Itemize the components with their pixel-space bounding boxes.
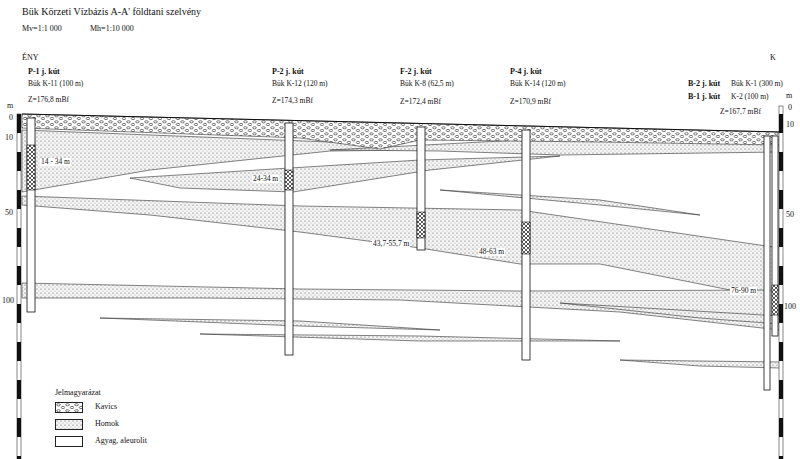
screen-interval: 43,7-55,7 m: [372, 240, 410, 248]
screen-interval: 48-63 m: [478, 248, 505, 256]
sand-lens: [560, 303, 780, 324]
wells: [27, 118, 778, 390]
label: Bük K-1 (300 m): [731, 80, 783, 88]
sand-lens: [130, 156, 560, 192]
title: Bük Körzeti Vízbázis A-A' földtani szelv…: [22, 6, 201, 17]
label: Bük K-11 (100 m): [28, 80, 83, 88]
well-column: [522, 130, 530, 360]
well-screens: [27, 145, 778, 315]
label: P-2 j. kút: [272, 68, 304, 77]
depth-tick: 0: [9, 114, 13, 123]
well-column: [417, 127, 425, 250]
well-screen: [417, 212, 425, 238]
depth-tick: 0: [788, 104, 792, 113]
depth-tick: 100: [784, 303, 796, 312]
sand-layer: [22, 283, 780, 330]
depth-tick: 50: [786, 211, 794, 220]
scale-bar: [17, 114, 21, 459]
label: Z=170,9 mBf: [510, 98, 551, 106]
label: F-2 j. kút: [400, 68, 432, 77]
label: K-2 (100 m): [731, 93, 769, 101]
label: Bük K-14 (120 m): [510, 80, 566, 88]
label: P-1 j. kút: [28, 68, 60, 77]
label: Z=176,8 mBf: [28, 96, 69, 104]
screen-interval: 76-90 m: [730, 287, 757, 295]
depth-tick: 10: [786, 121, 794, 130]
sand-lens: [620, 360, 780, 368]
label: Mv=1:1 000: [22, 25, 62, 34]
well-column: [285, 123, 293, 355]
sand-layers: [22, 130, 780, 368]
label: B-2 j. kút: [688, 80, 720, 89]
label: P-4 j. kút: [510, 68, 542, 77]
well-screen: [522, 222, 530, 254]
label: Bük K-12 (120 m): [272, 80, 328, 88]
label: Z=167,7 mBf: [720, 108, 761, 116]
swatch-fill: [56, 403, 82, 412]
swatch-pattern: [56, 420, 82, 429]
sand-lens: [100, 318, 440, 330]
legend-text: Agyag, aleurolit: [95, 437, 147, 446]
depth-tick: 10: [5, 134, 13, 143]
depth-tick: 50: [5, 209, 13, 218]
label: Mh=1:10 000: [90, 25, 134, 34]
label: Bük K-8 (62,5 m): [400, 80, 454, 88]
label: B-1 j. kút: [688, 93, 720, 102]
sand-lens: [440, 190, 700, 215]
well-screen: [285, 170, 293, 190]
gravel-layer: [22, 114, 780, 149]
label: Jelmagyarázat: [55, 389, 101, 398]
well-column: [764, 136, 770, 390]
legend-swatch: [55, 436, 83, 447]
depth-tick: m: [7, 102, 13, 111]
screen-interval: 14 - 34 m: [40, 158, 71, 166]
swatch-fill: [56, 420, 82, 429]
label: ÉNY: [22, 54, 38, 63]
label: K: [770, 54, 776, 63]
well-column: [27, 118, 35, 312]
ground-surface: [22, 114, 780, 132]
legend-swatch: [55, 419, 83, 430]
well-column: [772, 136, 778, 336]
depth-tick: m: [786, 92, 792, 101]
swatch-pattern: [56, 403, 82, 412]
label: Z=174,3 mBf: [272, 97, 313, 105]
scale-bar: [779, 106, 783, 459]
legend-swatch: [55, 402, 83, 413]
well-screen: [27, 145, 35, 190]
legend-text: Homok: [95, 420, 119, 429]
label: Z=172,4 mBf: [400, 98, 441, 106]
legend-text: Kavics: [95, 403, 117, 412]
screen-interval: 24-34 m: [252, 175, 279, 183]
sand-lens: [200, 334, 620, 341]
well-screen: [772, 285, 778, 315]
depth-tick: 100: [2, 297, 14, 306]
